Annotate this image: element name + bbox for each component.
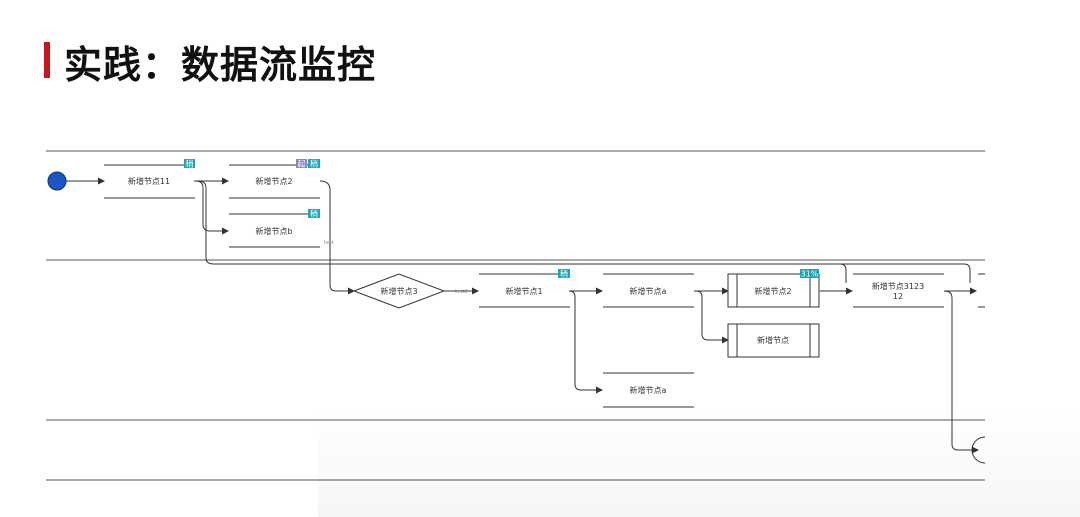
node-label: 新增节点 [757,335,789,345]
process-p[interactable]: 新增节点 [727,323,820,358]
badge-label: 稍 [186,159,194,169]
node-label-line1: 新增节点3123 [872,281,924,291]
node-n3123[interactable]: 新增节点3123 12 [853,273,944,308]
lower-right-fade [318,412,1080,517]
badge-label: 稍 [560,269,568,279]
node-label: 新增节点a [630,286,667,296]
node-label: 新增节点2 [255,176,292,186]
badge-label: 31% [801,270,819,279]
edge-label-test: test [324,240,334,246]
node-label: 新增节点b [255,226,292,236]
badge-label: 起 [298,160,306,169]
edge-n11-lane [197,180,847,283]
node-n2[interactable]: 新增节点2 起 稍 [229,159,320,199]
progress-badge [800,269,819,278]
badge-label: 稍 [310,209,318,219]
status-badge [558,269,570,278]
status-badge [308,209,320,218]
edge-n2-d3 [319,180,355,295]
edge-n1-na2 [568,290,603,394]
page-title: 实践：数据流监控 [64,43,377,87]
status-badge [296,159,307,168]
edges [66,177,979,454]
swimlanes [46,150,985,481]
process-p2[interactable]: 新增节点2 31% [727,269,820,308]
start-node[interactable] [47,171,67,191]
node-label: 新增节点3 [380,286,417,296]
end-node[interactable] [971,436,986,464]
edge-n3123-end [943,290,979,454]
status-badge [184,159,195,168]
edge-label-test2: test2 [455,289,468,295]
node-label-line2: 12 [893,292,903,301]
node-nb[interactable]: 新增节点b 稍 [229,209,320,248]
node-label: 新增节点2 [754,286,791,296]
decision-d3[interactable]: 新增节点3 [352,273,446,309]
node-label: 新增节点a [630,385,667,395]
node-label: 新增节点11 [128,176,170,186]
node-label: 新增节点1 [505,286,542,296]
node-na1[interactable]: 新增节点a [603,273,694,308]
edge-lane-right [840,263,971,283]
edge-na1-p [695,290,729,344]
title-accent-bar [44,42,50,78]
badge-label: 稍 [310,159,318,169]
node-partial-right[interactable] [978,273,985,308]
node-na2[interactable]: 新增节点a [603,372,694,408]
node-n11[interactable]: 新增节点11 稍 [104,159,195,199]
edge-n11-nb [195,180,229,235]
node-n1[interactable]: 新增节点1 稍 [479,269,570,308]
status-badge [308,159,320,168]
